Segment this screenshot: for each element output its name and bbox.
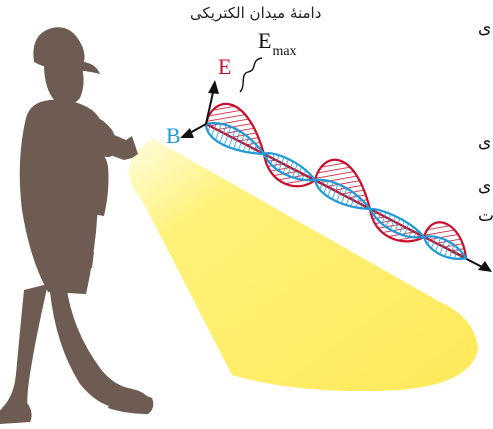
emax-pointer (240, 58, 262, 92)
e-symbol: E (218, 54, 231, 79)
cut-text-1: ی (478, 132, 491, 152)
amplitude-caption: دامنهٔ میدان الکتریکی (190, 6, 321, 21)
b-symbol: B (166, 123, 181, 148)
cut-text-0: ی (478, 18, 491, 38)
emax-main: E (258, 28, 271, 53)
b-direction-arrow (180, 124, 206, 138)
emax-subscript: max (272, 44, 296, 59)
cut-text-2: ی (478, 176, 491, 196)
b-label: B (166, 125, 181, 147)
e-label: E (218, 56, 231, 78)
cut-text-3: ت (478, 206, 493, 226)
emax-label: Emax (258, 30, 297, 52)
person-silhouette (0, 27, 153, 424)
